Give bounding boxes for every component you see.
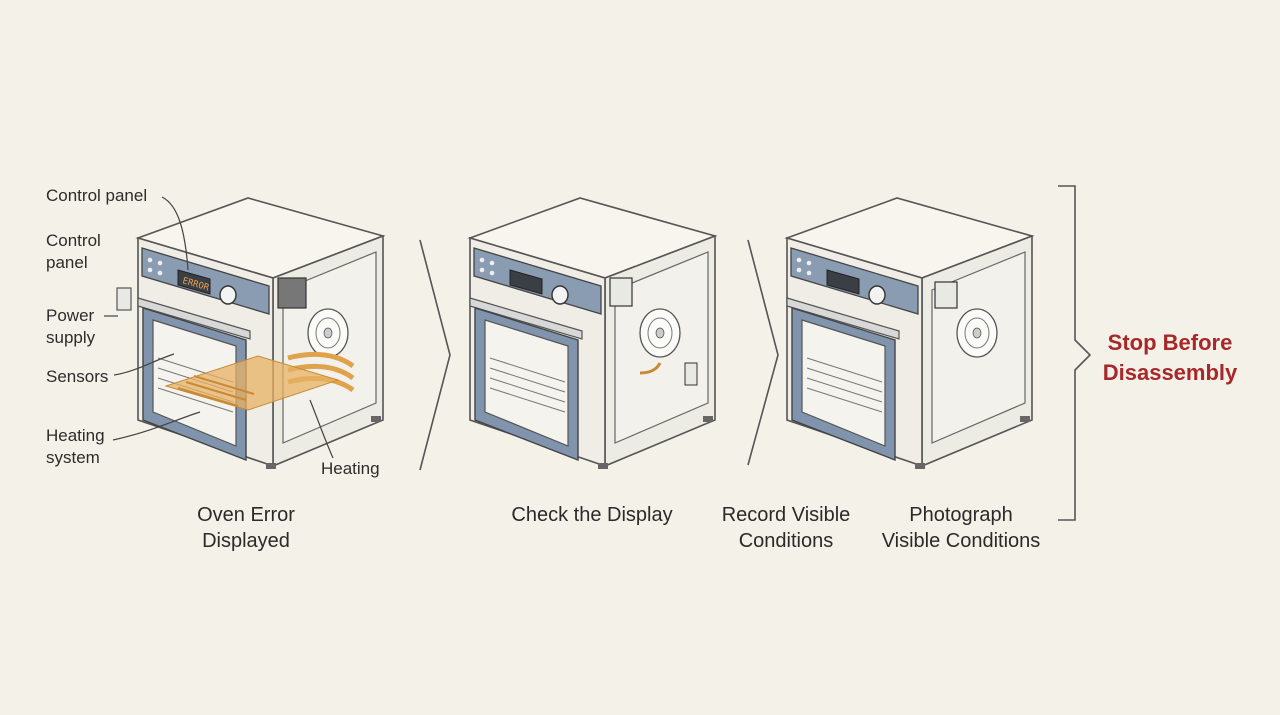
label-heating-system: Heating system bbox=[46, 426, 105, 467]
oven-illustration-1: ERROR bbox=[137, 197, 384, 470]
label-power-supply: Power supply bbox=[46, 306, 96, 347]
label-control-panel-2: Control panel bbox=[46, 231, 101, 272]
step-caption-2: Check the Display bbox=[511, 504, 673, 526]
oven-illustration-3 bbox=[786, 197, 1033, 470]
step-caption-1: Oven Error Displayed bbox=[197, 504, 295, 552]
step-caption-3: Record Visible Conditions bbox=[721, 504, 851, 552]
label-heating: Heating bbox=[321, 459, 380, 478]
label-sensors: Sensors bbox=[46, 367, 109, 386]
power-plug-icon bbox=[116, 287, 132, 311]
stop-before-disassembly-text: Stop Before Disassembly bbox=[1102, 330, 1238, 385]
bracket bbox=[1058, 185, 1092, 521]
oven-illustration-2 bbox=[469, 197, 716, 470]
chevron-icon bbox=[419, 239, 451, 471]
step-caption-4: Photograph Visible Conditions bbox=[881, 504, 1041, 552]
label-control-panel: Control panel bbox=[46, 186, 148, 205]
leader-lines bbox=[104, 196, 334, 459]
chevron-icon bbox=[747, 239, 779, 466]
